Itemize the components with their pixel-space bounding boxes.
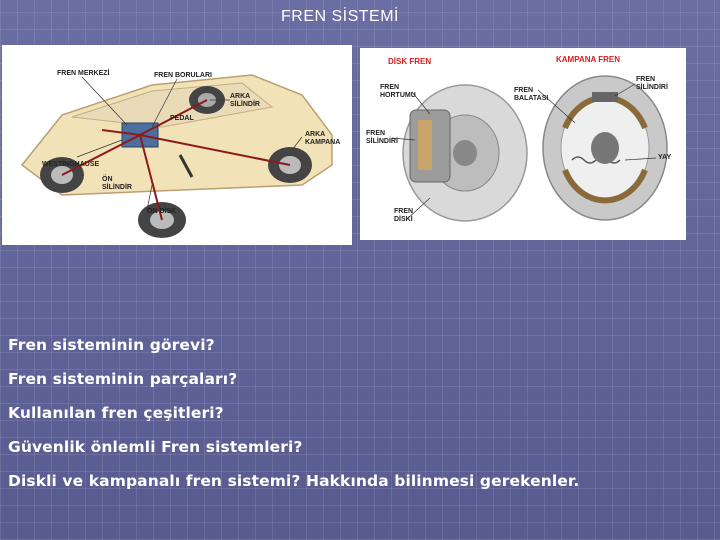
bullet-item: Diskli ve kampanalı fren sistemi? Hakkın… bbox=[8, 469, 718, 503]
label-on-disk: ÖN DİSK bbox=[147, 208, 176, 216]
label-disk-fren: DİSK FREN bbox=[388, 58, 431, 66]
bullet-list: Fren sisteminin görevi? Fren sisteminin … bbox=[8, 333, 718, 503]
label-arka-silindir: ARKA SİLİNDİR bbox=[230, 93, 260, 109]
drum-brake-icon bbox=[543, 76, 667, 220]
disc-brake-icon bbox=[403, 85, 527, 221]
label-fren-silindiri-disc: FREN SİLİNDİRİ bbox=[366, 130, 398, 146]
car-brake-system-image: FREN MERKEZİ FREN BORULARI ARKA SİLİNDİR… bbox=[2, 45, 352, 245]
label-on-silindir: ÖN SİLİNDİR bbox=[102, 176, 132, 192]
label-fren-diski: FREN DİSKİ bbox=[394, 208, 413, 224]
label-arka-kampana: ARKA KAMPANA bbox=[305, 131, 340, 147]
label-fren-balatasi: FREN BALATASI bbox=[514, 87, 548, 103]
label-fren-merkezi: FREN MERKEZİ bbox=[57, 70, 110, 78]
bullet-item: Fren sisteminin parçaları? bbox=[8, 367, 718, 401]
bullet-item: Güvenlik önlemli Fren sistemleri? bbox=[8, 435, 718, 469]
brake-types-image: DİSK FREN KAMPANA FREN FREN HORTUMU FREN… bbox=[360, 48, 686, 240]
label-fren-borulari: FREN BORULARI bbox=[154, 72, 212, 80]
bullet-item: Kullanılan fren çeşitleri? bbox=[8, 401, 718, 435]
label-fren-silindiri-drum: FREN SİLİNDİRİ bbox=[636, 76, 668, 92]
label-fren-hortumu: FREN HORTUMU bbox=[380, 84, 416, 100]
bullet-item: Fren sisteminin görevi? bbox=[8, 333, 718, 367]
slide-title: FREN SİSTEMİ bbox=[0, 8, 680, 26]
label-yay: YAY bbox=[658, 154, 671, 162]
label-westinghause: WESTİNGHAUSE bbox=[42, 161, 99, 169]
label-pedal: PEDAL bbox=[170, 115, 194, 123]
label-kampana-fren: KAMPANA FREN bbox=[556, 56, 620, 64]
